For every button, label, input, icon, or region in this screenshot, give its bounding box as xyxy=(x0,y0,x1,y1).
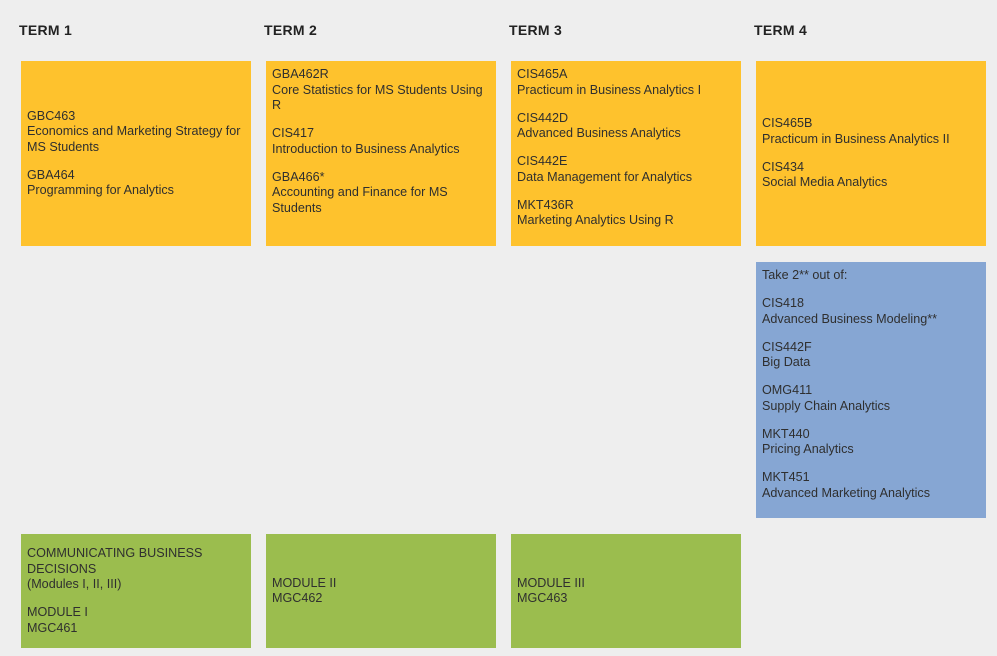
module-title: COMMUNICATING BUSINESS DECISIONS xyxy=(27,546,203,576)
course-item: CIS465B Practicum in Business Analytics … xyxy=(762,116,980,147)
term-2-communication-box: MODULE II MGC462 xyxy=(266,534,496,648)
module-title: MODULE I xyxy=(27,605,88,619)
module-item: MODULE I MGC461 xyxy=(27,605,245,636)
term-4-header: TERM 4 xyxy=(754,22,808,38)
course-title: Supply Chain Analytics xyxy=(762,398,891,413)
course-code: CIS418 xyxy=(762,296,805,310)
course-title: Programming for Analytics xyxy=(27,183,174,197)
course-code: CIS442D xyxy=(517,110,569,125)
course-title: Core Statistics for MS Students Using R xyxy=(272,82,483,113)
course-title: Introduction to Business Analytics xyxy=(272,141,460,156)
course-title: Big Data xyxy=(762,355,811,369)
course-title: Data Management for Analytics xyxy=(517,169,693,184)
course-title: Advanced Business Analytics xyxy=(517,126,681,140)
course-code: GBA462R xyxy=(272,67,329,81)
course-code: CIS434 xyxy=(762,159,805,174)
course-item: CIS465A Practicum in Business Analytics … xyxy=(517,67,735,98)
course-title: Practicum in Business Analytics I xyxy=(517,82,702,97)
module-subtitle: (Modules I, II, III) xyxy=(27,577,122,591)
module-item: MODULE III MGC463 xyxy=(517,576,735,607)
course-code: CIS442F xyxy=(762,339,812,354)
course-title: Social Media Analytics xyxy=(762,175,888,190)
term-4-core-box: CIS465B Practicum in Business Analytics … xyxy=(756,61,986,246)
course-code: CIS417 xyxy=(272,126,315,140)
module-code: MGC463 xyxy=(517,591,568,605)
course-code: MKT440 xyxy=(762,426,810,441)
course-title: Practicum in Business Analytics II xyxy=(762,131,950,146)
course-item: MKT451 Advanced Marketing Analytics xyxy=(762,470,980,501)
course-item: GBC463 Economics and Marketing Strategy … xyxy=(27,109,245,156)
course-code: CIS442E xyxy=(517,154,568,168)
module-code: MGC462 xyxy=(272,591,323,605)
course-item: GBA462R Core Statistics for MS Students … xyxy=(272,67,490,114)
term-3-header: TERM 3 xyxy=(509,22,563,38)
course-code: CIS465B xyxy=(762,116,813,131)
course-item: CIS418 Advanced Business Modeling** xyxy=(762,296,980,327)
module-title: MODULE III xyxy=(517,575,585,590)
course-item: MKT440 Pricing Analytics xyxy=(762,427,980,458)
course-code: OMG411 xyxy=(762,383,813,397)
course-item: CIS442D Advanced Business Analytics xyxy=(517,111,735,142)
term-1-core-box: GBC463 Economics and Marketing Strategy … xyxy=(21,61,251,246)
course-code: MKT451 xyxy=(762,470,810,484)
course-code: MKT436R xyxy=(517,197,574,212)
module-item: MODULE II MGC462 xyxy=(272,576,490,607)
term-3-core-box: CIS465A Practicum in Business Analytics … xyxy=(511,61,741,246)
term-1-header: TERM 1 xyxy=(19,22,73,38)
course-item: MKT436R Marketing Analytics Using R xyxy=(517,198,735,229)
electives-intro: Take 2** out of: xyxy=(762,268,848,282)
course-title: Advanced Marketing Analytics xyxy=(762,485,931,500)
term-2-core-box: GBA462R Core Statistics for MS Students … xyxy=(266,61,496,246)
course-item: CIS417 Introduction to Business Analytic… xyxy=(272,126,490,157)
course-title: Marketing Analytics Using R xyxy=(517,213,674,227)
course-item: CIS442F Big Data xyxy=(762,340,980,371)
course-title: Economics and Marketing Strategy for MS … xyxy=(27,124,241,154)
course-item: CIS442E Data Management for Analytics xyxy=(517,154,735,185)
term-2-header: TERM 2 xyxy=(264,22,318,38)
course-title: Pricing Analytics xyxy=(762,442,854,456)
module-title: MODULE II xyxy=(272,575,337,590)
module-code: MGC461 xyxy=(27,620,78,635)
course-item: GBA466* Accounting and Finance for MS St… xyxy=(272,170,490,217)
course-item: OMG411 Supply Chain Analytics xyxy=(762,383,980,414)
term-3-communication-box: MODULE III MGC463 xyxy=(511,534,741,648)
course-code: GBA466* xyxy=(272,169,325,184)
course-title: Advanced Business Modeling** xyxy=(762,311,938,326)
course-title: Accounting and Finance for MS Students xyxy=(272,185,448,215)
module-item: COMMUNICATING BUSINESS DECISIONS (Module… xyxy=(27,546,245,593)
course-code: GBC463 xyxy=(27,108,76,123)
course-item: CIS434 Social Media Analytics xyxy=(762,160,980,191)
term-4-electives-box: Take 2** out of: CIS418 Advanced Busines… xyxy=(756,262,986,518)
course-code: CIS465A xyxy=(517,67,568,81)
term-1-communication-box: COMMUNICATING BUSINESS DECISIONS (Module… xyxy=(21,534,251,648)
course-item: GBA464 Programming for Analytics xyxy=(27,168,245,199)
course-code: GBA464 xyxy=(27,167,75,182)
